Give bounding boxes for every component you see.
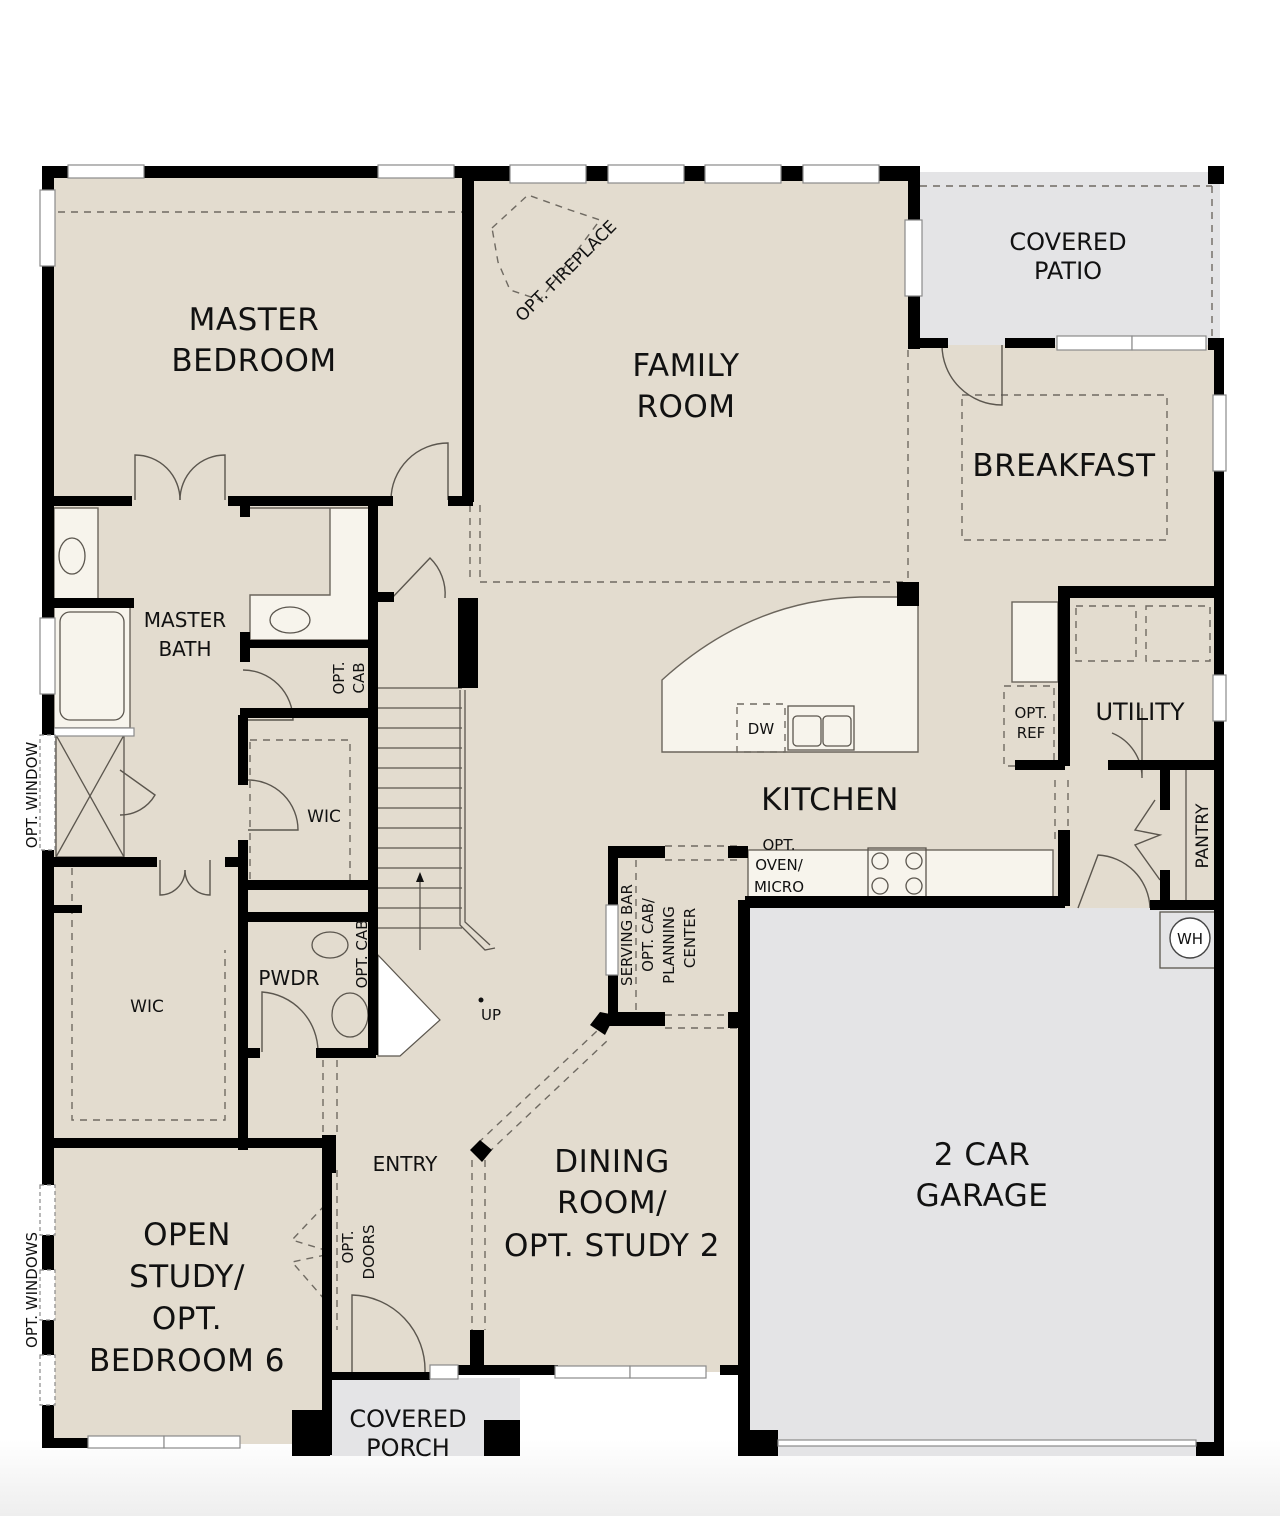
master-bath-label-2: BATH xyxy=(158,637,211,661)
opt-oven-label-1: OPT. xyxy=(762,836,795,854)
garage-label-2: GARAGE xyxy=(916,1178,1049,1214)
dining-label-1: DINING xyxy=(554,1144,670,1180)
opt-doors-label-2: DOORS xyxy=(360,1224,378,1279)
water-heater-icon xyxy=(1169,917,1211,959)
opt-ref-label-1: OPT. xyxy=(1014,704,1047,722)
study-label-3: OPT. xyxy=(152,1301,222,1337)
master-bedroom-label-2: BEDROOM xyxy=(171,343,336,379)
entry-label: ENTRY xyxy=(373,1152,438,1176)
opt-cab-bath-label-1: OPT. xyxy=(330,661,348,694)
garage-label-1: 2 CAR xyxy=(934,1137,1030,1173)
opt-oven-label-2: OVEN/ xyxy=(755,856,804,874)
family-room-label-1: FAMILY xyxy=(632,348,739,384)
pwdr-label: PWDR xyxy=(258,966,319,990)
opt-windows-label: OPT. WINDOWS xyxy=(23,1232,41,1348)
serving-bar-label-2: OPT. CAB/ xyxy=(639,897,657,972)
covered-patio-label-2: PATIO xyxy=(1034,257,1102,285)
covered-patio-label-1: COVERED xyxy=(1009,228,1126,256)
opt-cab-pwdr-label: OPT. CAB xyxy=(353,920,371,989)
serving-bar-label-4: CENTER xyxy=(681,908,699,968)
opt-window-label: OPT. WINDOW xyxy=(23,742,41,849)
water-heater-label: WH xyxy=(1177,930,1203,948)
windows xyxy=(39,164,1227,1449)
room-labels: MASTER BEDROOM FAMILY ROOM COVERED PATIO… xyxy=(89,228,1213,1462)
floor-fills xyxy=(48,172,1220,1456)
doors xyxy=(119,344,1163,1373)
study-label-4: BEDROOM 6 xyxy=(89,1343,285,1379)
study-label-1: OPEN xyxy=(143,1217,231,1253)
pantry-label: PANTRY xyxy=(1193,803,1213,869)
covered-porch-label-1: COVERED xyxy=(349,1405,466,1433)
opt-ref-label-2: REF xyxy=(1017,724,1046,742)
serving-bar-label-1: SERVING BAR xyxy=(618,884,636,986)
stairs-up-arrow-icon xyxy=(416,872,424,882)
kitchen-label: KITCHEN xyxy=(761,782,899,818)
covered-patio-area xyxy=(915,172,1220,345)
study-label-2: STUDY/ xyxy=(129,1259,245,1295)
opt-cab-bath-label-2: CAB xyxy=(350,662,368,693)
serving-bar-label-3: PLANNING xyxy=(660,906,678,984)
breakfast-label: BREAKFAST xyxy=(972,448,1156,484)
covered-porch-label-2: PORCH xyxy=(366,1434,450,1462)
opt-oven-label-3: MICRO xyxy=(754,878,804,896)
stairs-up-label: UP xyxy=(481,1006,501,1024)
dining-label-2: ROOM/ xyxy=(557,1185,667,1221)
master-bedroom-label-1: MASTER xyxy=(189,302,320,338)
opt-doors-label-1: OPT. xyxy=(339,1230,357,1263)
garage-area xyxy=(745,908,1220,1456)
fixtures xyxy=(53,507,1217,1057)
family-room-label-2: ROOM xyxy=(636,389,735,425)
dining-label-3: OPT. STUDY 2 xyxy=(504,1228,720,1264)
master-bath-label-1: MASTER xyxy=(144,608,226,632)
stairs xyxy=(378,687,496,1003)
dishwasher-label: DW xyxy=(748,720,775,738)
utility-label: UTILITY xyxy=(1095,698,1184,726)
wic-upper-label: WIC xyxy=(307,807,341,827)
wic-lower-label: WIC xyxy=(130,997,164,1017)
